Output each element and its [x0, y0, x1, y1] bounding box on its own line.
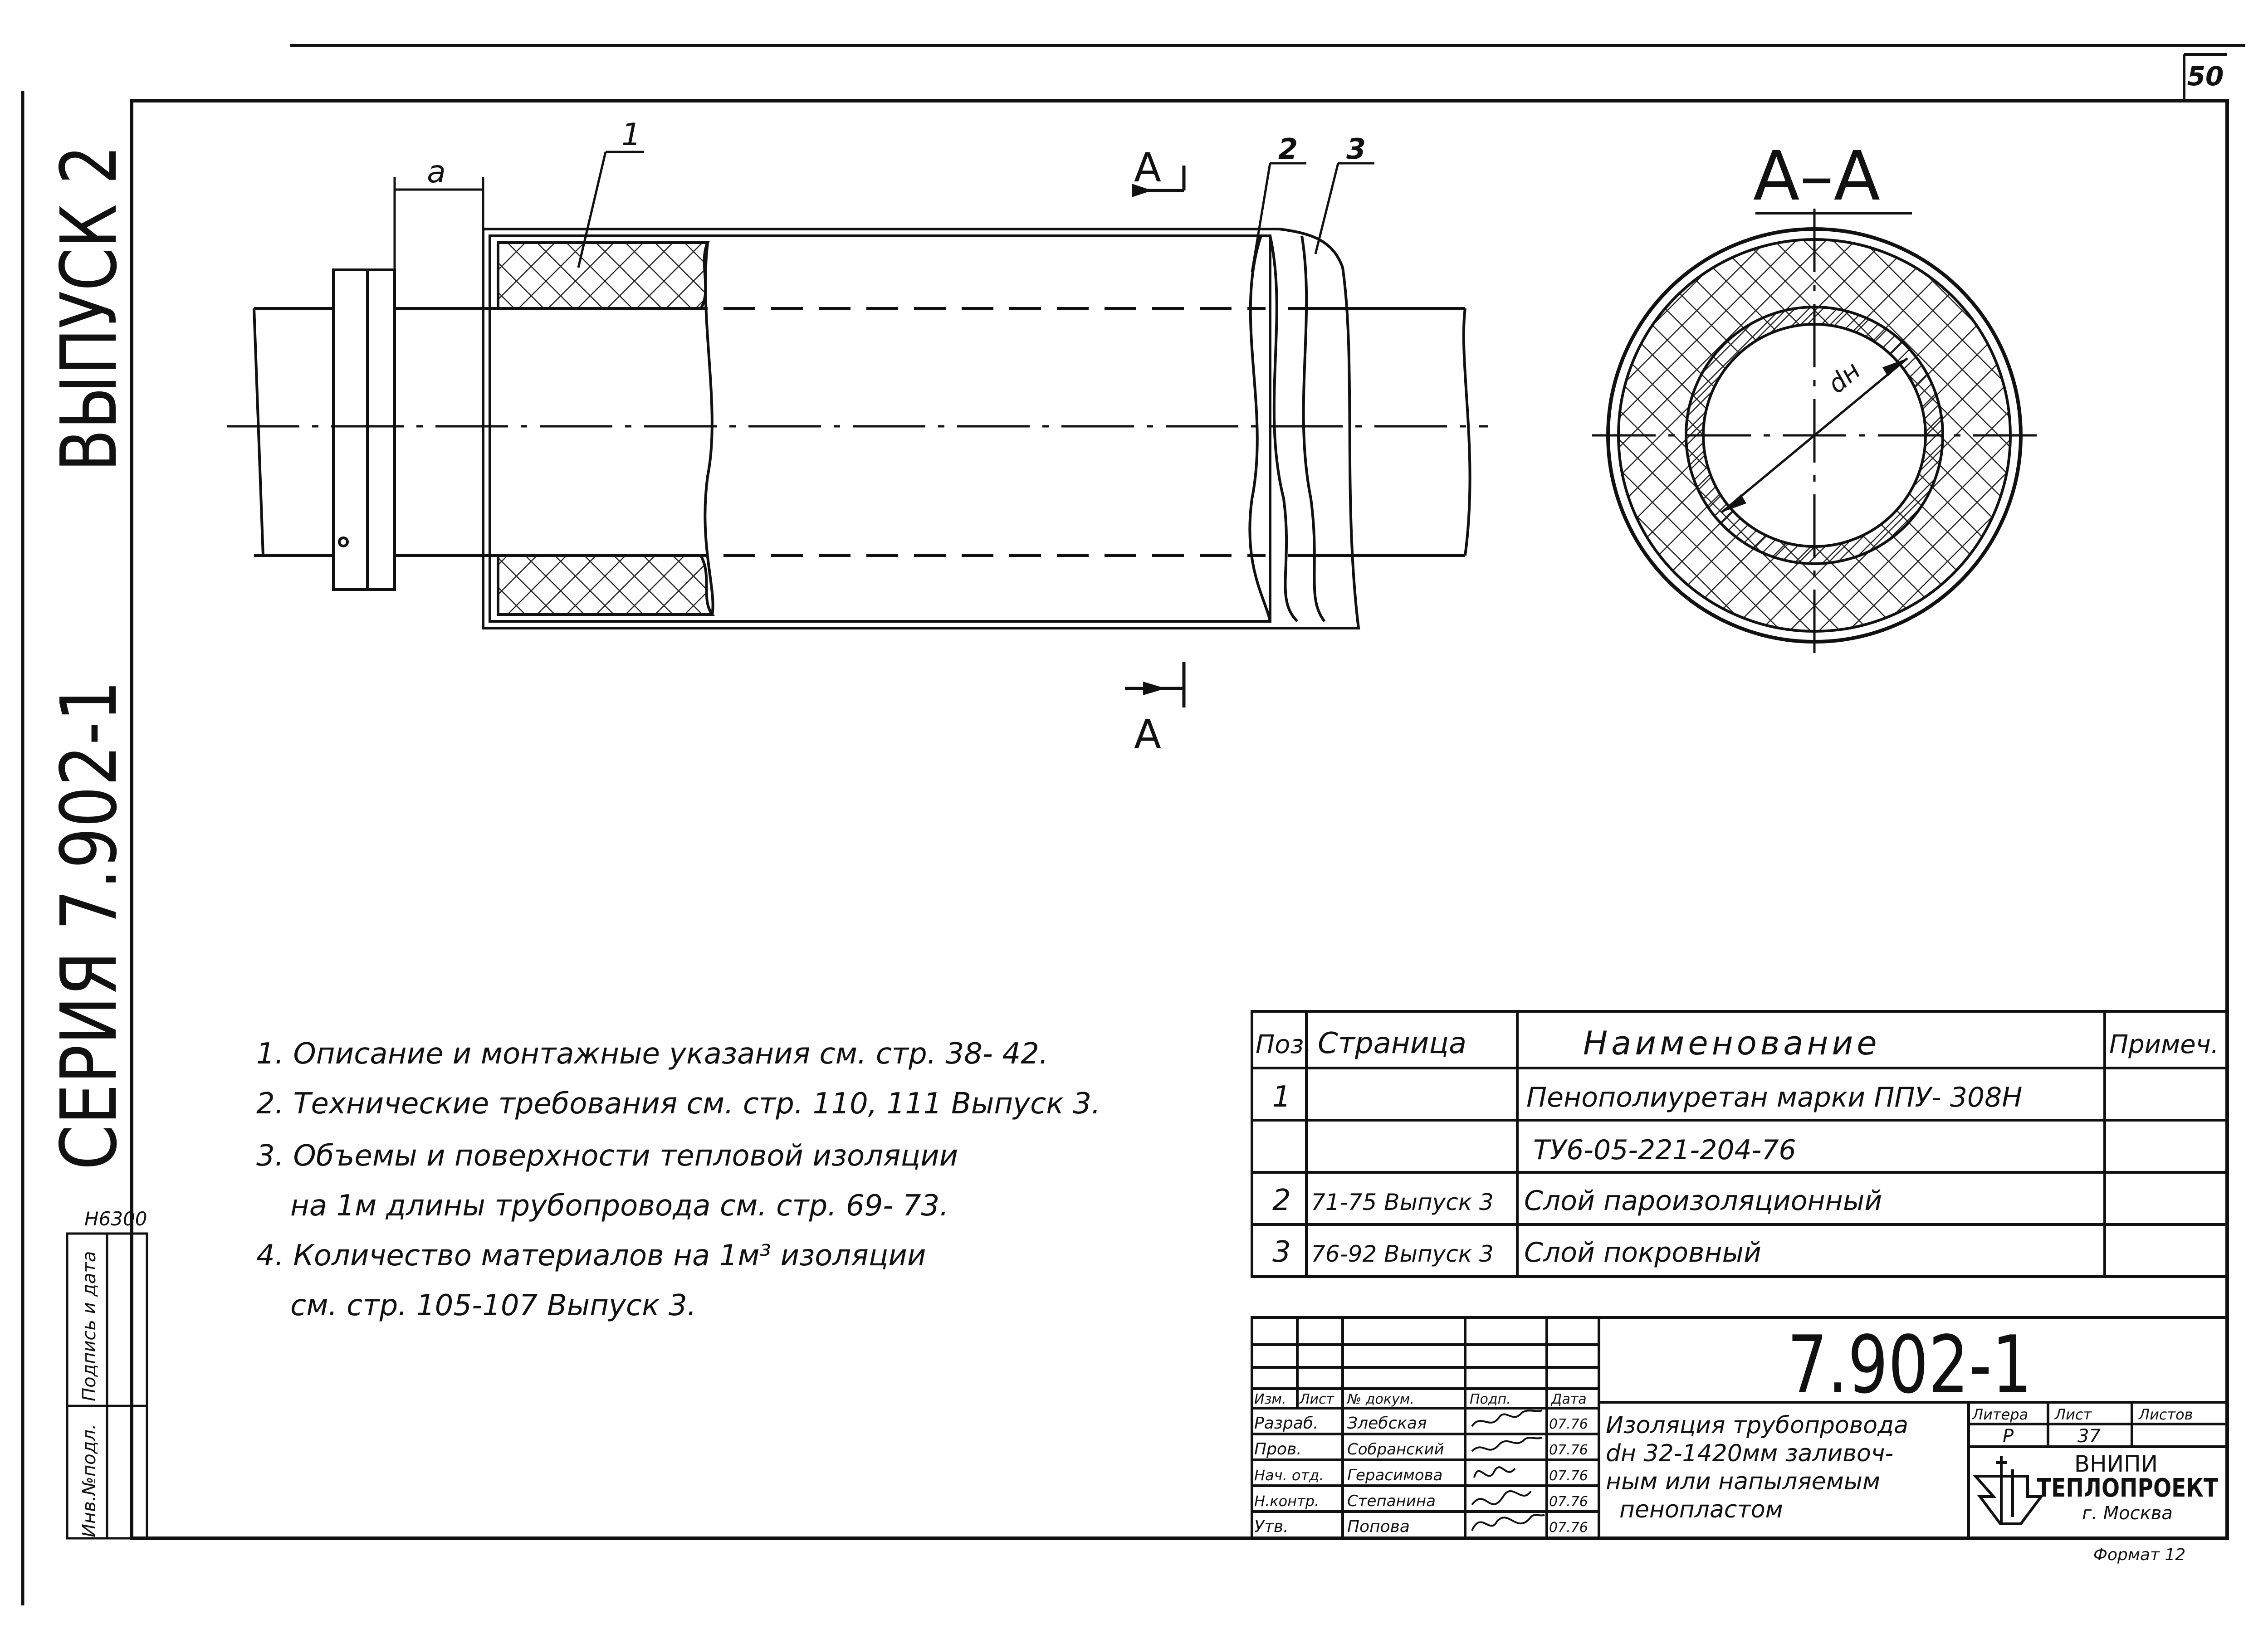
stage-header-list: Лист: [2054, 1406, 2092, 1423]
staff-role-1: Разраб.: [1254, 1414, 1318, 1433]
spec-row-4-page: 76-92 Выпуск 3: [1311, 1241, 1494, 1267]
signatures: [1471, 1410, 1545, 1531]
note-4: 4. Количество материалов на 1м³ изоляции: [256, 1239, 926, 1273]
org-logo: [1972, 1456, 2044, 1525]
spec-row-1-pos: 1: [1272, 1080, 1291, 1114]
pipe-inside-insulation: [485, 235, 1326, 623]
dimension-a-label: a: [427, 154, 446, 190]
org-name-2: ТЕПЛОПРОЕКТ: [2037, 1473, 2218, 1503]
binding-strip: [66, 1232, 148, 1540]
staff-date-2: 07.76: [1549, 1442, 1588, 1458]
spec-table: Поз. Страница Наименование Примеч. 1 Пен…: [1251, 1010, 2229, 1278]
spec-header-note: Примеч.: [2109, 1030, 2219, 1059]
foam-insulation-hatch: [497, 241, 715, 616]
note-4-cont: см. стр. 105-107 Выпуск 3.: [290, 1289, 696, 1322]
stage-litera-value: Р: [2003, 1426, 2014, 1447]
binding-label-sign: Подпись и дата: [79, 1251, 100, 1401]
staff-name-2: Собранский: [1347, 1440, 1444, 1458]
section-mark-bottom: A: [1134, 711, 1161, 758]
staff-date-5: 07.76: [1549, 1520, 1588, 1536]
position-leaders: [577, 151, 1374, 273]
binding-label-inv: Инв.№подл.: [79, 1424, 100, 1537]
org-city: г. Москва: [2082, 1503, 2173, 1524]
stage-header-litera: Литера: [1972, 1406, 2028, 1423]
col-header-doc: № докум.: [1346, 1391, 1414, 1407]
staff-role-5: Утв.: [1254, 1517, 1289, 1536]
position-2-label: 2: [1278, 132, 1298, 166]
issue-label: ВЫПУСК 2: [44, 145, 134, 472]
staff-role-4: Н.контр.: [1254, 1493, 1319, 1510]
spec-row-4-pos: 3: [1272, 1235, 1291, 1269]
col-header-list: Лист: [1299, 1391, 1335, 1407]
dimension-a: [393, 177, 484, 272]
section-marks: [1125, 166, 1186, 707]
doc-title-line-1: Изоляция трубопровода: [1606, 1412, 1908, 1439]
staff-date-4: 07.76: [1549, 1494, 1588, 1510]
notes: 1. Описание и монтажные указания см. стр…: [256, 1037, 1100, 1322]
staff-name-4: Степанина: [1347, 1492, 1436, 1510]
col-header-izm: Изм.: [1254, 1391, 1286, 1407]
section-view: A–A dн: [1592, 137, 2037, 658]
position-1-label: 1: [621, 117, 641, 153]
section-mark-top: A: [1134, 144, 1161, 191]
sheet-format: Формат 12: [2093, 1546, 2185, 1564]
col-header-sign: Подп.: [1470, 1391, 1511, 1407]
series-label: СЕРИЯ 7.902-1: [44, 680, 134, 1170]
pipe-longitudinal-view: a 1 2 3 A A: [227, 117, 1488, 758]
spec-header-page: Страница: [1318, 1027, 1466, 1060]
staff-date-3: 07.76: [1549, 1468, 1588, 1484]
note-3-cont: на 1м длины трубопровода см. стр. 69- 73…: [290, 1189, 949, 1223]
staff-name-1: Злебская: [1347, 1414, 1427, 1433]
doc-title-line-3: ным или напыляемым: [1606, 1468, 1880, 1495]
flange: [332, 268, 396, 591]
title-block: 7.902-1 Изм. Лист № докум. Подп. Дата Ра…: [1251, 1316, 2229, 1540]
col-header-date: Дата: [1550, 1391, 1587, 1407]
pipe-outline: [253, 307, 1471, 557]
stage-header-listov: Листов: [2138, 1406, 2193, 1423]
spec-header-name: Наименование: [1583, 1024, 1881, 1062]
note-2: 2. Технические требования см. стр. 110, …: [256, 1087, 1100, 1121]
staff-date-1: 07.76: [1549, 1416, 1588, 1432]
org-name-1: ВНИПИ: [2074, 1451, 2158, 1477]
page-number: 50: [2187, 61, 2224, 92]
note-3: 3. Объемы и поверхности тепловой изоляци…: [256, 1139, 958, 1173]
staff-role-3: Нач. отд.: [1254, 1467, 1324, 1484]
note-1: 1. Описание и монтажные указания см. стр…: [256, 1037, 1048, 1071]
section-title: A–A: [1753, 137, 1880, 216]
stage-list-value: 37: [2077, 1426, 2101, 1447]
staff-role-2: Пров.: [1254, 1440, 1302, 1458]
side-title: СЕРИЯ 7.902-1 ВЫПУСК 2: [44, 145, 134, 1170]
binding-code: Н6300: [84, 1208, 147, 1230]
doc-title-line-2: dн 32-1420мм заливоч-: [1606, 1440, 1893, 1467]
designation: 7.902-1: [1787, 1319, 2032, 1411]
spec-row-1-name: Пенополиуретан марки ППУ- 308Н: [1526, 1082, 2022, 1113]
spec-row-4-name: Слой покровный: [1524, 1237, 1761, 1268]
staff-name-3: Герасимова: [1347, 1466, 1442, 1484]
doc-title-line-4: пенопластом: [1619, 1496, 1783, 1523]
sheet-frame: [21, 44, 2245, 1605]
spec-row-3-page: 71-75 Выпуск 3: [1311, 1189, 1494, 1215]
spec-header-pos: Поз.: [1256, 1030, 1312, 1059]
spec-row-3-name: Слой пароизоляционный: [1524, 1185, 1882, 1217]
position-3-label: 3: [1346, 132, 1366, 166]
spec-row-2-name: ТУ6-05-221-204-76: [1533, 1134, 1796, 1166]
staff-name-5: Попова: [1347, 1517, 1410, 1536]
spec-row-3-pos: 2: [1272, 1184, 1291, 1217]
